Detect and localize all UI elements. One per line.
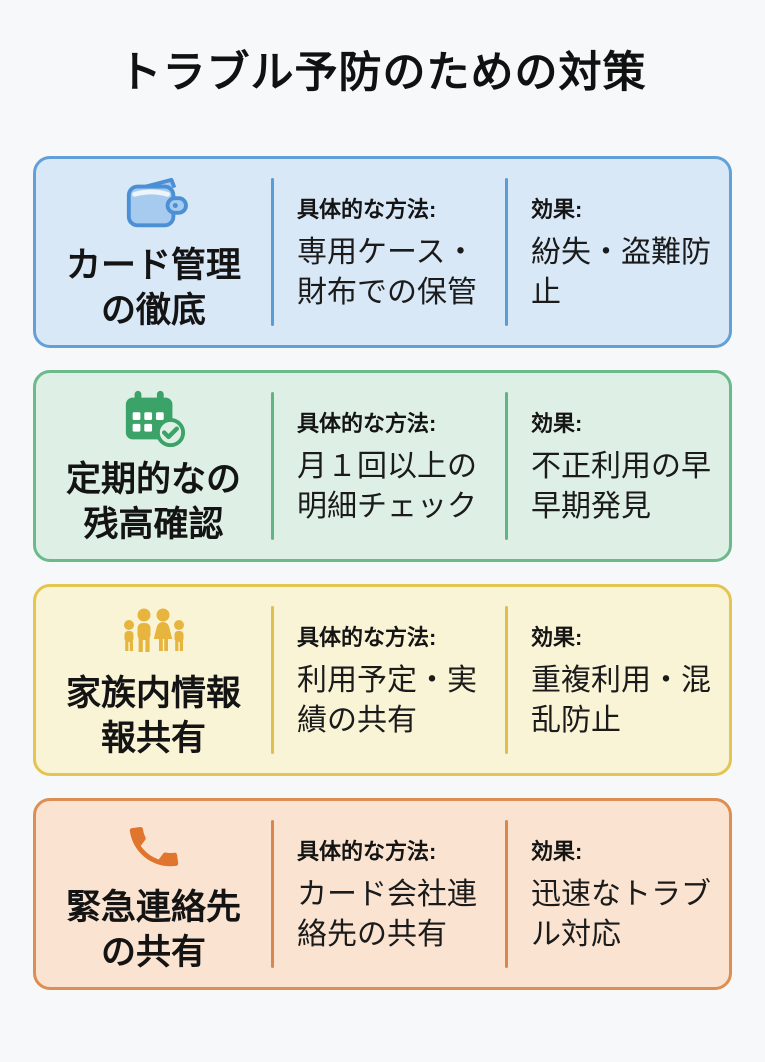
effect-label: 効果: — [531, 838, 583, 864]
method-label: 具体的な方法: — [297, 410, 437, 436]
effect-value: 紛失・盗難防 止 — [531, 235, 711, 309]
method-label: 具体的な方法: — [297, 196, 437, 222]
card-title: 緊急連絡先 の共有 — [65, 888, 241, 972]
effect-label: 効果: — [531, 196, 583, 222]
effect-label: 効果: — [531, 624, 583, 650]
method-label: 具体的な方法: — [297, 838, 437, 864]
card-effect-column: 効果: 不正利用の早 早期発見 — [508, 373, 729, 559]
method-value: 専用ケース・ 財布での保管 — [297, 235, 477, 309]
method-value: 利用予定・実 績の共有 — [297, 663, 477, 737]
card-method-column: 具体的な方法: 月１回以上の 明細チェック — [274, 373, 505, 559]
effect-value: 不正利用の早 早期発見 — [531, 449, 711, 523]
card-title: 定期的なの 残高確認 — [65, 460, 241, 544]
method-value: 月１回以上の 明細チェック — [297, 449, 477, 523]
prevention-cards-list: カード管理 の徹底 具体的な方法: 専用ケース・ 財布での保管 効果: 紛失・盗… — [33, 156, 732, 990]
method-label: 具体的な方法: — [297, 624, 437, 650]
card-effect-column: 効果: 紛失・盗難防 止 — [508, 159, 729, 345]
card-emergency-contact: 緊急連絡先 の共有 具体的な方法: カード会社連 絡先の共有 効果: 迅速なトラ… — [33, 798, 732, 990]
column-divider — [505, 392, 508, 540]
card-title: 家族内情報 報共有 — [65, 674, 241, 758]
column-divider — [505, 178, 508, 326]
card-main-column: 緊急連絡先 の共有 — [36, 801, 271, 987]
family-icon — [119, 601, 189, 665]
card-method-column: 具体的な方法: 利用予定・実 績の共有 — [274, 587, 505, 773]
card-effect-column: 効果: 重複利用・混 乱防止 — [508, 587, 729, 773]
card-effect-column: 効果: 迅速なトラブ ル対応 — [508, 801, 729, 987]
column-divider — [271, 392, 274, 540]
page-title: トラブル予防のための対策 — [118, 49, 647, 97]
phone-icon — [125, 815, 183, 879]
card-main-column: 家族内情報 報共有 — [36, 587, 271, 773]
effect-value: 重複利用・混 乱防止 — [531, 663, 711, 737]
card-method-column: 具体的な方法: カード会社連 絡先の共有 — [274, 801, 505, 987]
column-divider — [271, 606, 274, 754]
column-divider — [505, 820, 508, 968]
calendar-check-icon — [121, 387, 187, 451]
method-value: カード会社連 絡先の共有 — [297, 877, 477, 951]
card-main-column: 定期的なの 残高確認 — [36, 373, 271, 559]
card-method-column: 具体的な方法: 専用ケース・ 財布での保管 — [274, 159, 505, 345]
card-family-sharing: 家族内情報 報共有 具体的な方法: 利用予定・実 績の共有 効果: 重複利用・混… — [33, 584, 732, 776]
card-title: カード管理 の徹底 — [65, 246, 241, 330]
column-divider — [271, 820, 274, 968]
wallet-icon — [118, 173, 190, 237]
card-main-column: カード管理 の徹底 — [36, 159, 271, 345]
card-balance-check: 定期的なの 残高確認 具体的な方法: 月１回以上の 明細チェック 効果: 不正利… — [33, 370, 732, 562]
effect-label: 効果: — [531, 410, 583, 436]
card-card-management: カード管理 の徹底 具体的な方法: 専用ケース・ 財布での保管 効果: 紛失・盗… — [33, 156, 732, 348]
effect-value: 迅速なトラブ ル対応 — [531, 877, 711, 951]
column-divider — [505, 606, 508, 754]
column-divider — [271, 178, 274, 326]
